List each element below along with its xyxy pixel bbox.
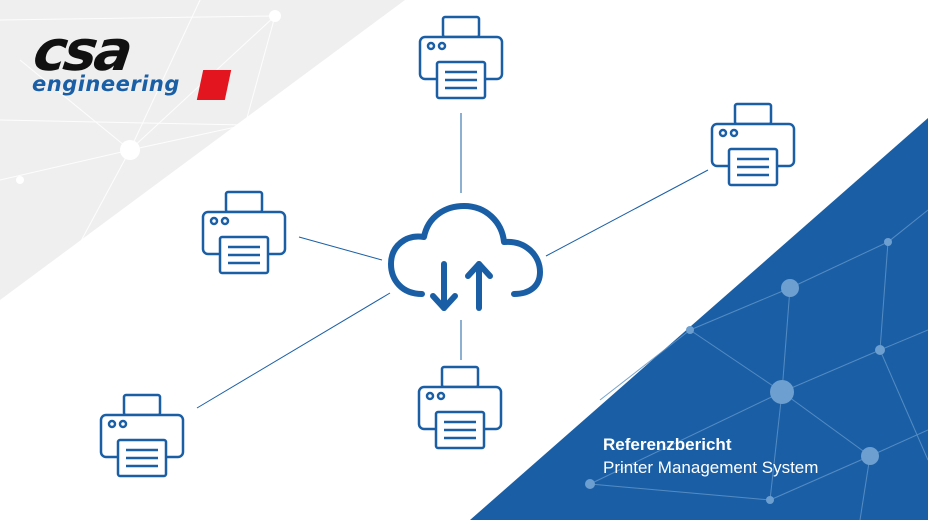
printer-icon [99, 393, 185, 478]
caption-title: Referenzbericht [603, 435, 732, 454]
printer-icon [418, 15, 504, 100]
connector-lines [196, 113, 709, 409]
blue-background-shape [470, 118, 928, 520]
logo-tagline: engineering [32, 72, 180, 96]
printer-icon [710, 102, 796, 187]
connector-line-right [545, 169, 709, 257]
csa-engineering-logo: csa engineering [30, 19, 232, 110]
caption-subtitle: Printer Management System [603, 458, 819, 477]
report-caption: Referenzbericht Printer Management Syste… [603, 434, 818, 480]
connector-line-bottom-left [196, 292, 391, 409]
gray-network-nodes [16, 10, 281, 184]
cloud-upload-download-icon [388, 203, 543, 311]
printer-icon [201, 190, 287, 275]
gray-background-shape [0, 0, 405, 300]
blue-network-nodes [585, 238, 892, 504]
printer-icon [417, 365, 503, 450]
connector-line-left [298, 236, 383, 261]
blue-network-lines [589, 209, 928, 520]
gray-network-lines [0, 0, 276, 281]
logo-red-mark [196, 70, 232, 100]
